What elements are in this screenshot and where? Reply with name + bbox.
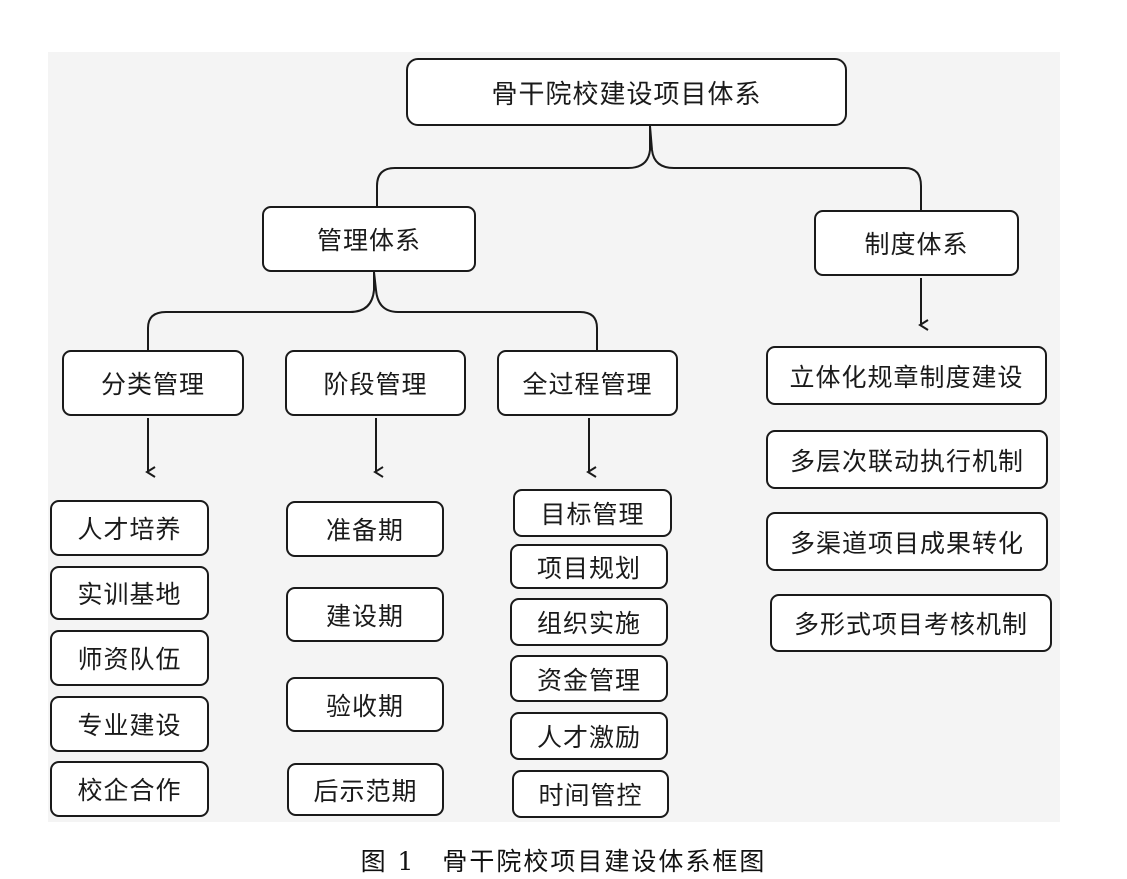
process-management-node: 全过程管理 (497, 350, 678, 416)
management-brace (147, 271, 598, 350)
phase-item: 验收期 (286, 677, 444, 732)
process-item: 资金管理 (510, 655, 668, 702)
institution-item: 立体化规章制度建设 (766, 346, 1047, 405)
process-item: 人才激励 (510, 712, 668, 760)
figure-caption: 图 1 骨干院校项目建设体系框图 (360, 847, 767, 876)
management-system-node: 管理体系 (262, 206, 476, 272)
root-brace (376, 125, 922, 210)
phase-management-node: 阶段管理 (285, 350, 466, 416)
process-item: 组织实施 (510, 598, 668, 646)
process-item: 目标管理 (513, 489, 672, 537)
category-item: 师资队伍 (50, 630, 209, 686)
institution-item: 多层次联动执行机制 (766, 430, 1048, 489)
root-node: 骨干院校建设项目体系 (406, 58, 847, 126)
category-management-node: 分类管理 (62, 350, 244, 416)
institution-system-node: 制度体系 (814, 210, 1019, 276)
category-item: 人才培养 (50, 500, 209, 556)
phase-item: 建设期 (286, 587, 444, 642)
category-item: 校企合作 (50, 761, 209, 817)
institution-item: 多渠道项目成果转化 (766, 512, 1048, 571)
category-item: 专业建设 (50, 696, 209, 752)
category-item: 实训基地 (50, 566, 209, 620)
phase-item: 准备期 (286, 501, 444, 557)
institution-item: 多形式项目考核机制 (770, 594, 1052, 652)
phase-item: 后示范期 (287, 763, 444, 816)
process-item: 项目规划 (510, 544, 668, 589)
process-item: 时间管控 (512, 770, 669, 818)
